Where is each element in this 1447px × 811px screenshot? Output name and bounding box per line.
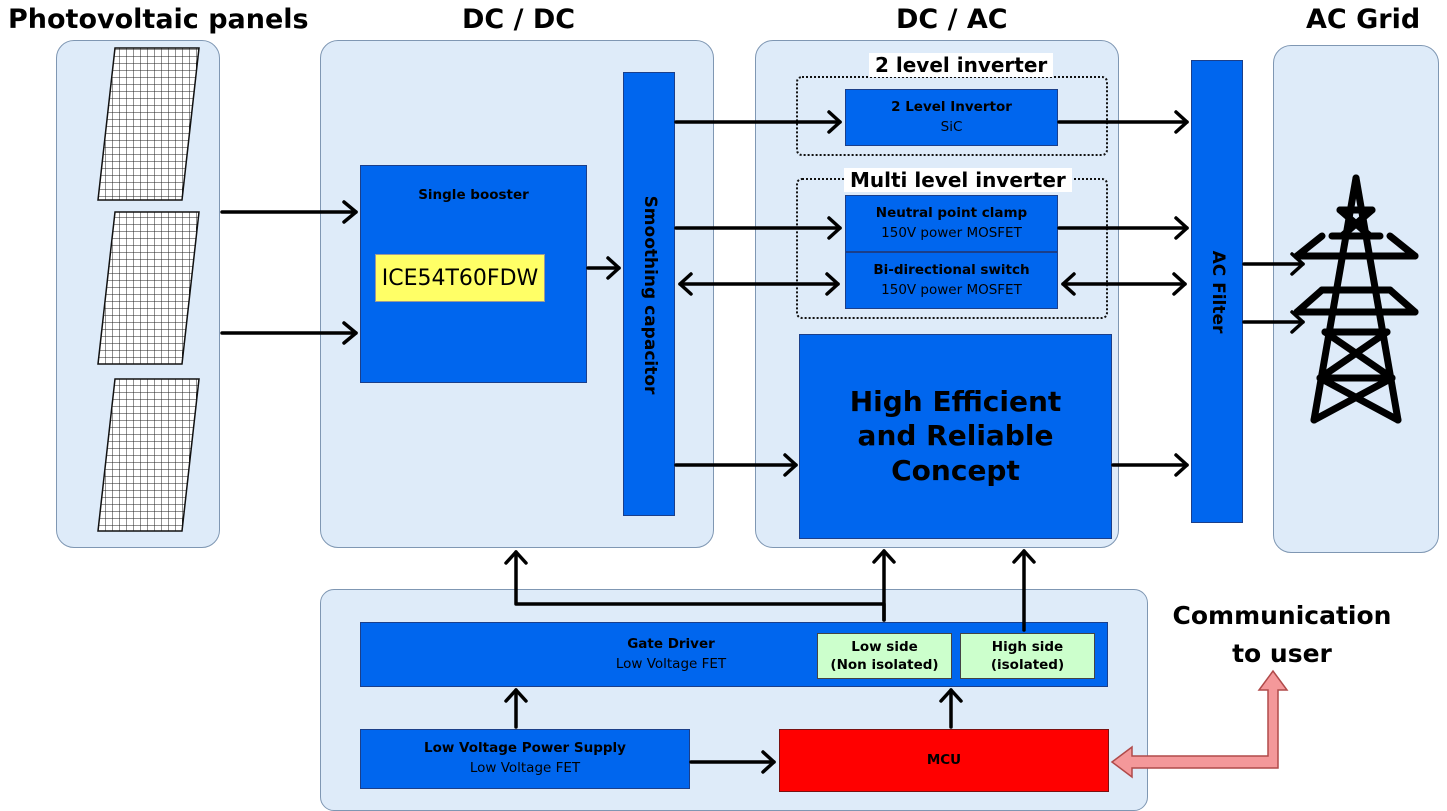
connector-low-side-to-concept [872, 549, 896, 622]
communication-arrow [1110, 669, 1289, 779]
arrow-pv-to-booster-top [220, 200, 358, 224]
communication-line-1: Communication [1172, 601, 1392, 630]
heading-photovoltaic-panels: Photovoltaic panels [8, 4, 309, 35]
two-level-inverter-group [796, 76, 1108, 156]
bidir-sub: 150V power MOSFET [881, 281, 1022, 298]
gate-driver-title: Gate Driver [627, 636, 715, 652]
low-side-block: Low side (Non isolated) [817, 633, 952, 679]
arrow-lvps-to-gate-driver [504, 688, 528, 729]
solar-panel-icon [97, 211, 200, 365]
solar-panel-icon [97, 378, 200, 532]
low-voltage-power-supply-block: Low Voltage Power Supply Low Voltage FET [360, 729, 690, 789]
arrow-capacitor-to-concept [674, 453, 798, 477]
gate-driver-sub: Low Voltage FET [615, 655, 727, 672]
two-level-invertor-block: 2 Level Invertor SiC [845, 89, 1058, 146]
arrow-concept-to-filter [1111, 453, 1189, 477]
bidir-title: Bi-directional switch [873, 261, 1030, 278]
lvps-sub: Low Voltage FET [469, 760, 581, 776]
single-booster-label: Single booster [418, 187, 529, 203]
mcu-label: MCU [926, 751, 962, 768]
connector-high-side-to-concept [1012, 549, 1036, 632]
communication-line-2: to user [1232, 638, 1332, 668]
solar-panel-icon [97, 47, 200, 201]
two-level-invertor-sub: SiC [940, 118, 963, 135]
arrow-booster-to-capacitor [586, 256, 621, 280]
ac-grid-panel [1273, 45, 1439, 553]
high-efficient-concept-block: High Efficient and Reliable Concept [799, 334, 1112, 539]
arrow-filter-to-grid-bottom [1242, 310, 1305, 334]
gate-driver-text: Gate Driver Low Voltage FET [361, 635, 981, 674]
high-side-block: High side (isolated) [960, 633, 1095, 679]
low-side-line-1: Low side [851, 638, 918, 655]
heading-dc-dc: DC / DC [462, 4, 576, 35]
arrow-capacitor-bidir [678, 272, 840, 296]
arrow-2level-to-filter [1057, 110, 1189, 134]
high-side-line-2: (isolated) [990, 657, 1065, 673]
concept-line-3: Concept [891, 453, 1020, 487]
transmission-tower-icon [1293, 174, 1419, 424]
lvps-title: Low Voltage Power Supply [424, 740, 626, 757]
connector-gate-driver-to-dcdc [504, 550, 886, 622]
npc-sub: 150V power MOSFET [881, 224, 1022, 241]
low-side-line-2: (Non isolated) [830, 657, 939, 673]
arrow-bidir-filter [1061, 272, 1187, 296]
two-level-inverter-title: 2 level inverter [869, 53, 1054, 77]
smoothing-capacitor-block: Smoothing capacitor [623, 72, 675, 516]
arrow-capacitor-to-npc [674, 216, 842, 240]
mcu-block: MCU [779, 729, 1109, 792]
communication-to-user-label: Communication to user [1160, 597, 1404, 672]
arrow-pv-to-booster-bottom [220, 321, 358, 345]
arrow-capacitor-to-2level [674, 110, 842, 134]
ac-filter-block: AC Filter [1191, 60, 1243, 523]
bidirectional-switch-block: Bi-directional switch 150V power MOSFET [845, 252, 1058, 309]
single-booster-block: Single booster ICE54T60FDW [360, 165, 587, 383]
arrow-mcu-to-gate-driver [939, 688, 963, 729]
npc-title: Neutral point clamp [875, 204, 1028, 221]
high-side-line-1: High side [991, 638, 1064, 655]
arrow-npc-to-filter [1057, 216, 1189, 240]
concept-line-2: and Reliable [857, 419, 1054, 453]
multi-level-inverter-title: Multi level inverter [844, 168, 1072, 192]
concept-line-1: High Efficient [849, 385, 1062, 419]
two-level-invertor-title: 2 Level Invertor [891, 98, 1012, 115]
heading-dc-ac: DC / AC [896, 4, 1008, 35]
neutral-point-clamp-block: Neutral point clamp 150V power MOSFET [845, 195, 1058, 252]
heading-ac-grid: AC Grid [1306, 4, 1421, 35]
part-number-label: ICE54T60FDW [375, 254, 545, 302]
arrow-lvps-to-mcu [689, 750, 776, 774]
